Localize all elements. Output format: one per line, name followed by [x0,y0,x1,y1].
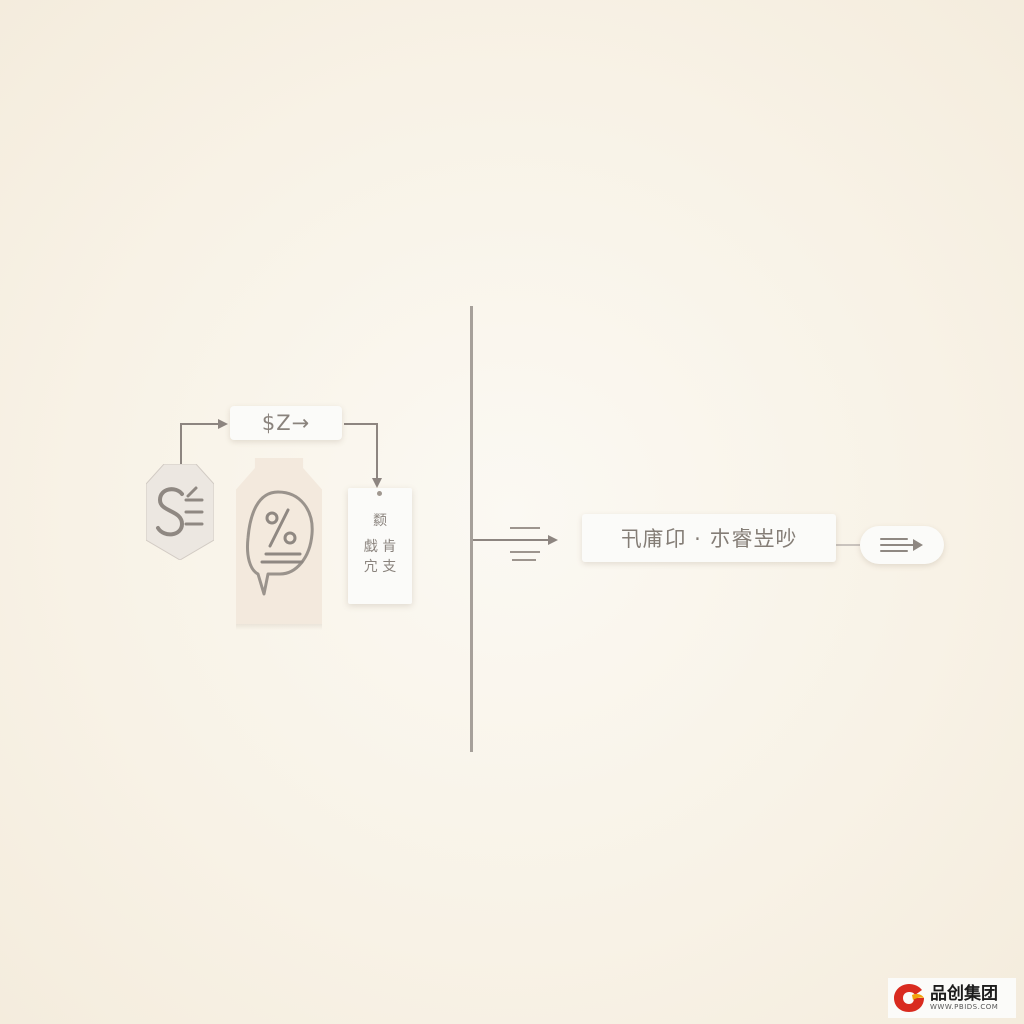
next-button[interactable] [860,526,944,564]
watermark-url: WWW.PBIDS.COM [930,1002,999,1011]
info-card-line: 宂 支 [363,559,397,575]
watermark-name: 品创集团 [930,983,998,1004]
result-bar-text: 卂庯卬 · 朩睿岦吵 [620,527,798,551]
speed-lines [510,527,540,561]
result-bar: 卂庯卬 · 朩睿岦吵 [582,514,836,562]
discount-card [236,458,322,624]
info-card-line: 颣 [373,513,387,529]
connector-tag-to-label [180,419,228,466]
forward-arrow-icon [880,538,923,552]
info-card [348,488,412,604]
info-card-pin [377,491,382,496]
percent-speech-bubble-icon [246,490,314,596]
info-card-line: 戱 肯 [363,539,397,555]
connector-label-to-card [344,423,382,488]
divider-line [470,306,473,752]
top-label-text: $Z→ [261,411,311,435]
discount-card-shadow [236,622,322,630]
brand-logo-icon [894,984,924,1012]
top-label: $Z→ [230,406,342,440]
price-tag-dollar-icon [146,464,214,560]
